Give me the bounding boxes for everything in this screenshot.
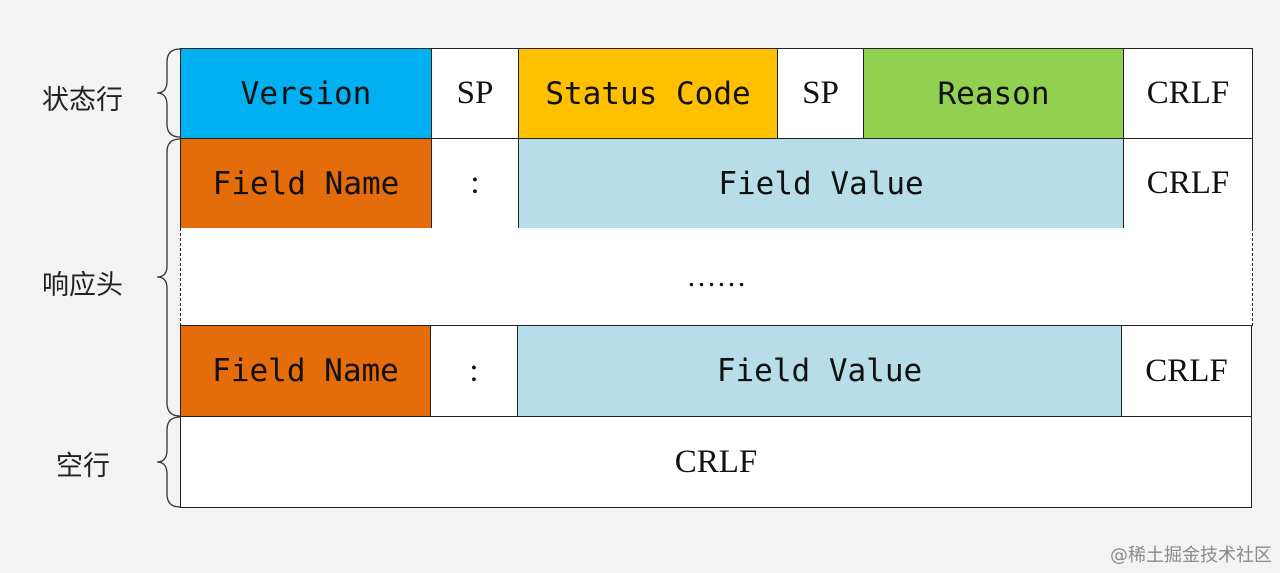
reason-cell: Reason (863, 48, 1124, 139)
field-value-cell: Field Value (517, 325, 1122, 417)
header-crlf-cell: CRLF (1121, 325, 1252, 417)
ellipsis-row: …… (180, 228, 1253, 326)
status-line-label: 状态行 (42, 85, 123, 116)
response-header-brace (156, 138, 181, 417)
response-header-label: 响应头 (42, 270, 123, 301)
blank-line-crlf-cell: CRLF (180, 416, 1252, 508)
status-line-crlf-cell: CRLF (1123, 48, 1253, 139)
blank-line-label: 空行 (56, 451, 110, 482)
watermark: @稀土掘金技术社区 (1110, 545, 1272, 566)
field-value-cell: Field Value (518, 138, 1124, 229)
colon-cell: : (431, 138, 519, 229)
status-line-brace (156, 48, 181, 138)
colon-cell: : (430, 325, 518, 417)
version-cell: Version (180, 48, 432, 139)
status-code-cell: Status Code (518, 48, 778, 139)
field-name-cell: Field Name (180, 325, 431, 417)
header-crlf-cell: CRLF (1123, 138, 1253, 229)
field-name-cell: Field Name (180, 138, 432, 229)
sp-cell-2: SP (777, 48, 864, 139)
sp-cell-1: SP (431, 48, 519, 139)
blank-line-brace (156, 416, 181, 508)
